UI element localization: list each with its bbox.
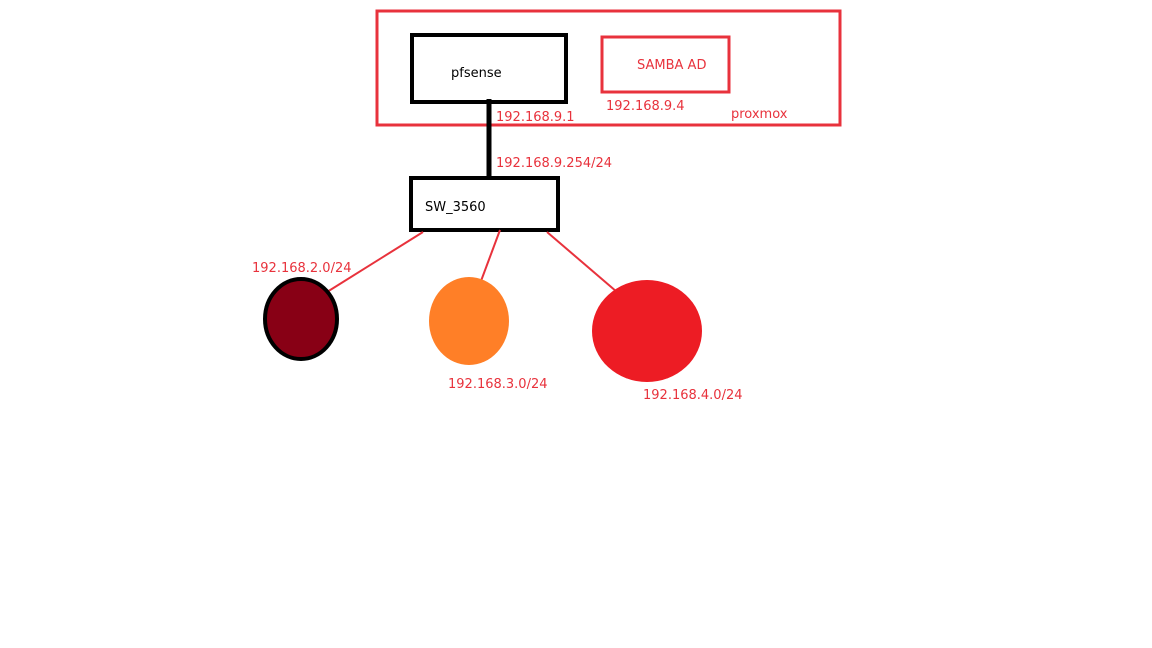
subnet-label-3: 192.168.4.0/24	[643, 388, 743, 403]
switch-ip-label: 192.168.9.254/24	[496, 156, 612, 171]
subnet-label-2: 192.168.3.0/24	[448, 377, 548, 392]
switch-box	[409, 176, 560, 232]
pfsense-label: pfsense	[451, 66, 502, 81]
samba-ad-box	[600, 35, 731, 94]
proxmox-frame	[375, 9, 842, 127]
subnet-node-3	[592, 280, 702, 382]
subnet-link-1	[326, 231, 424, 293]
samba-ad-label: SAMBA AD	[637, 58, 706, 73]
subnet-link-2	[480, 229, 501, 282]
samba-ad-ip-label: 192.168.9.4	[606, 99, 685, 114]
subnet-label-1: 192.168.2.0/24	[252, 261, 352, 276]
pfsense-ip-label: 192.168.9.1	[496, 110, 575, 125]
subnet-node-1	[263, 277, 339, 361]
switch-label: SW_3560	[425, 200, 486, 215]
subnet-link-3	[546, 231, 618, 293]
subnet-node-2	[429, 277, 509, 365]
proxmox-label: proxmox	[731, 107, 788, 122]
